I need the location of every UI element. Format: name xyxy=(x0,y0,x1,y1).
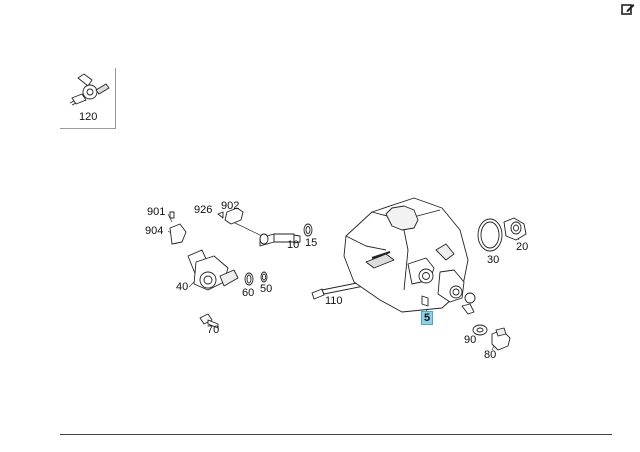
thumbnail-frame[interactable] xyxy=(60,68,116,129)
callout-80[interactable]: 80 xyxy=(484,349,497,361)
callout-40[interactable]: 40 xyxy=(176,281,189,293)
callout-926[interactable]: 926 xyxy=(194,204,213,216)
callout-901[interactable]: 901 xyxy=(147,206,166,218)
callout-90[interactable]: 90 xyxy=(464,334,477,346)
callout-5-highlighted[interactable]: 5 xyxy=(421,311,434,325)
callout-110[interactable]: 110 xyxy=(325,295,343,307)
divider-line xyxy=(60,434,612,435)
edit-icon[interactable] xyxy=(620,1,636,17)
thumbnail-label: 120 xyxy=(79,111,98,123)
callout-20[interactable]: 20 xyxy=(516,241,529,253)
callout-70[interactable]: 70 xyxy=(207,324,220,336)
callout-10[interactable]: 10 xyxy=(287,239,300,251)
callout-50[interactable]: 50 xyxy=(260,283,273,295)
callout-30[interactable]: 30 xyxy=(487,254,500,266)
callout-60[interactable]: 60 xyxy=(242,287,255,299)
callout-902[interactable]: 902 xyxy=(221,200,240,212)
callout-904[interactable]: 904 xyxy=(145,225,164,237)
thumbnail-drawing xyxy=(69,73,110,106)
callout-15[interactable]: 15 xyxy=(305,237,318,249)
